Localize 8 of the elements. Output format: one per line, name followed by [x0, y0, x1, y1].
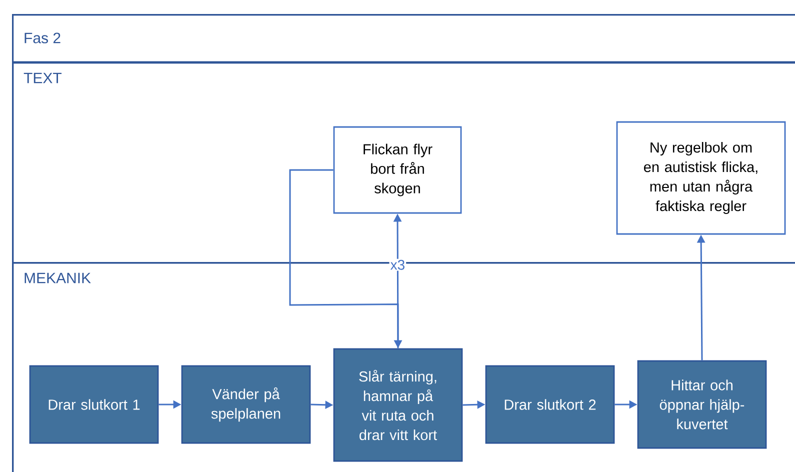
text-box: Flickan flyr bort från skogen — [333, 126, 462, 214]
process-box: Slår tärning, hamnar på vit ruta och drar vitt kort — [333, 348, 463, 462]
edge-label: x3 — [389, 258, 406, 271]
process-box: Drar slutkort 2 — [485, 365, 615, 444]
process-box: Drar slutkort 1 — [29, 365, 159, 444]
process-box: Vänder på spelplanen — [181, 365, 311, 444]
text-box: Ny regelbok om en autistisk flicka, men utan några faktiska regler — [616, 121, 786, 235]
process-box: Hittar och öppnar hjälp-kuvertet — [637, 360, 767, 449]
